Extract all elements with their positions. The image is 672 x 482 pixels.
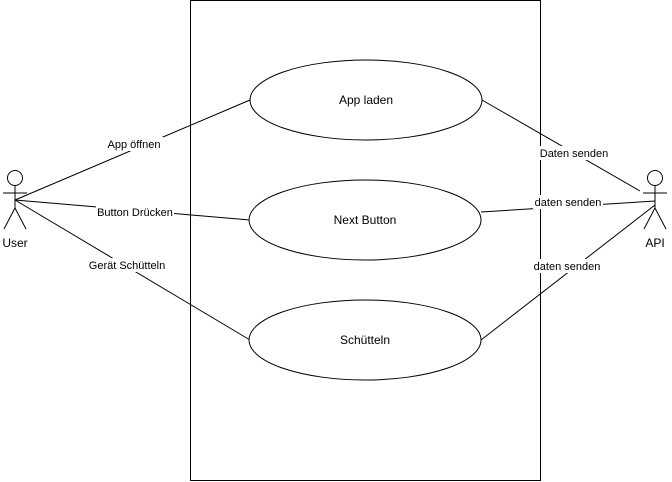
actor-user[interactable] [3,170,27,230]
use-case-next-button[interactable]: Next Button [248,179,482,261]
use-case-schuetteln[interactable]: Schütteln [248,299,482,381]
use-case-schuetteln-label: Schütteln [340,333,390,347]
edge-label-geraet-schuetteln: Gerät Schütteln [86,258,168,272]
svg-text:daten senden: daten senden [534,261,601,273]
edge-label-daten-senden-1: Daten senden [538,146,610,160]
use-case-next-button-label: Next Button [334,213,397,227]
use-case-schuetteln-shape [248,299,482,381]
actor-api-label: API [645,236,664,250]
edge-label-daten-senden-2: daten senden [533,195,603,209]
svg-text:Gerät Schütteln: Gerät Schütteln [89,260,165,272]
use-case-next-button-shape [248,179,482,261]
actor-api[interactable] [643,170,667,230]
edge-line-daten-senden-1 [481,99,641,192]
use-case-app-laden-shape [249,59,483,141]
edge-label-app-oeffnen: App öffnen [105,137,163,151]
actor-user-label: User [2,236,27,250]
edge-label-button-druecken: Button Drücken [96,205,174,219]
edge-label-daten-senden-3: daten senden [532,259,602,273]
use-case-app-laden[interactable]: App laden [249,59,483,141]
svg-text:Daten senden: Daten senden [540,148,609,160]
actor-user-head-icon [7,170,23,186]
use-case-app-laden-label: App laden [339,93,393,107]
svg-text:App öffnen: App öffnen [107,139,160,151]
actor-api-head-icon [647,170,663,186]
svg-text:Button Drücken: Button Drücken [97,207,173,219]
svg-text:daten senden: daten senden [535,197,602,209]
